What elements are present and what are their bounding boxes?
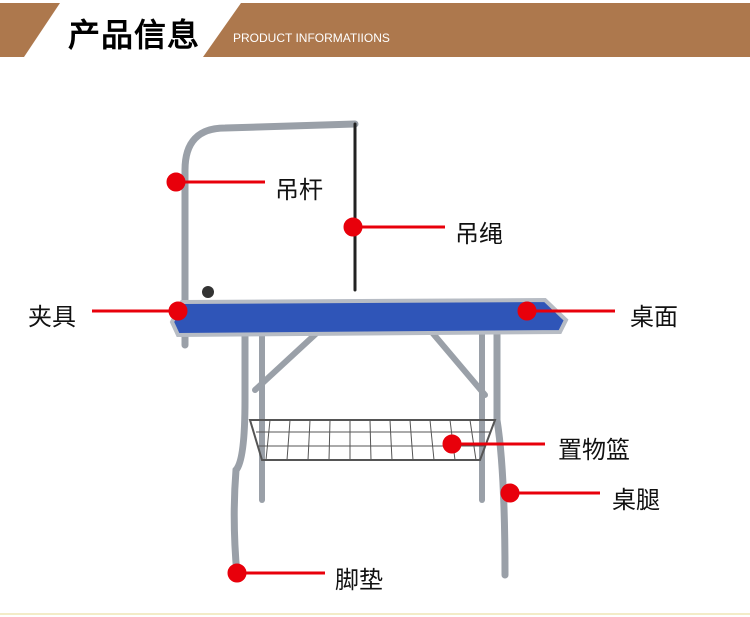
header-band-right <box>203 3 750 57</box>
label-hanging-rope: 吊绳 <box>455 220 503 248</box>
hanging-pole <box>181 120 359 349</box>
section-title: 产品信息 <box>68 16 201 54</box>
leg-front-left <box>230 326 249 579</box>
label-storage-basket: 置物篮 <box>558 436 630 464</box>
leg-front-right <box>493 326 509 579</box>
label-clamp: 夹具 <box>28 303 76 331</box>
label-table-leg: 桌腿 <box>612 486 660 514</box>
label-table-top: 桌面 <box>630 303 678 331</box>
bottom-divider <box>0 613 750 615</box>
label-foot-pad: 脚垫 <box>335 566 383 594</box>
table-top <box>169 297 569 338</box>
clamp-knob <box>202 286 214 298</box>
section-subtitle: PRODUCT INFORMATIIONS <box>233 31 390 45</box>
label-hanging-pole: 吊杆 <box>275 176 323 204</box>
